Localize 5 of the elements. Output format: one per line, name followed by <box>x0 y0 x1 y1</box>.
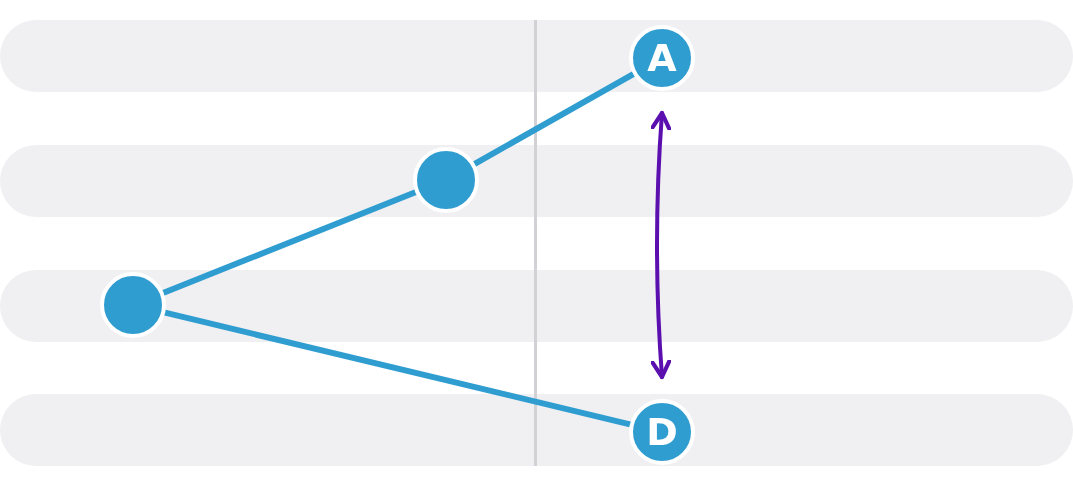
node-letter: D <box>646 413 678 451</box>
double-arrow <box>650 110 672 380</box>
connector-line <box>160 189 419 296</box>
connector-line <box>471 71 637 167</box>
node-letter: A <box>647 39 677 77</box>
